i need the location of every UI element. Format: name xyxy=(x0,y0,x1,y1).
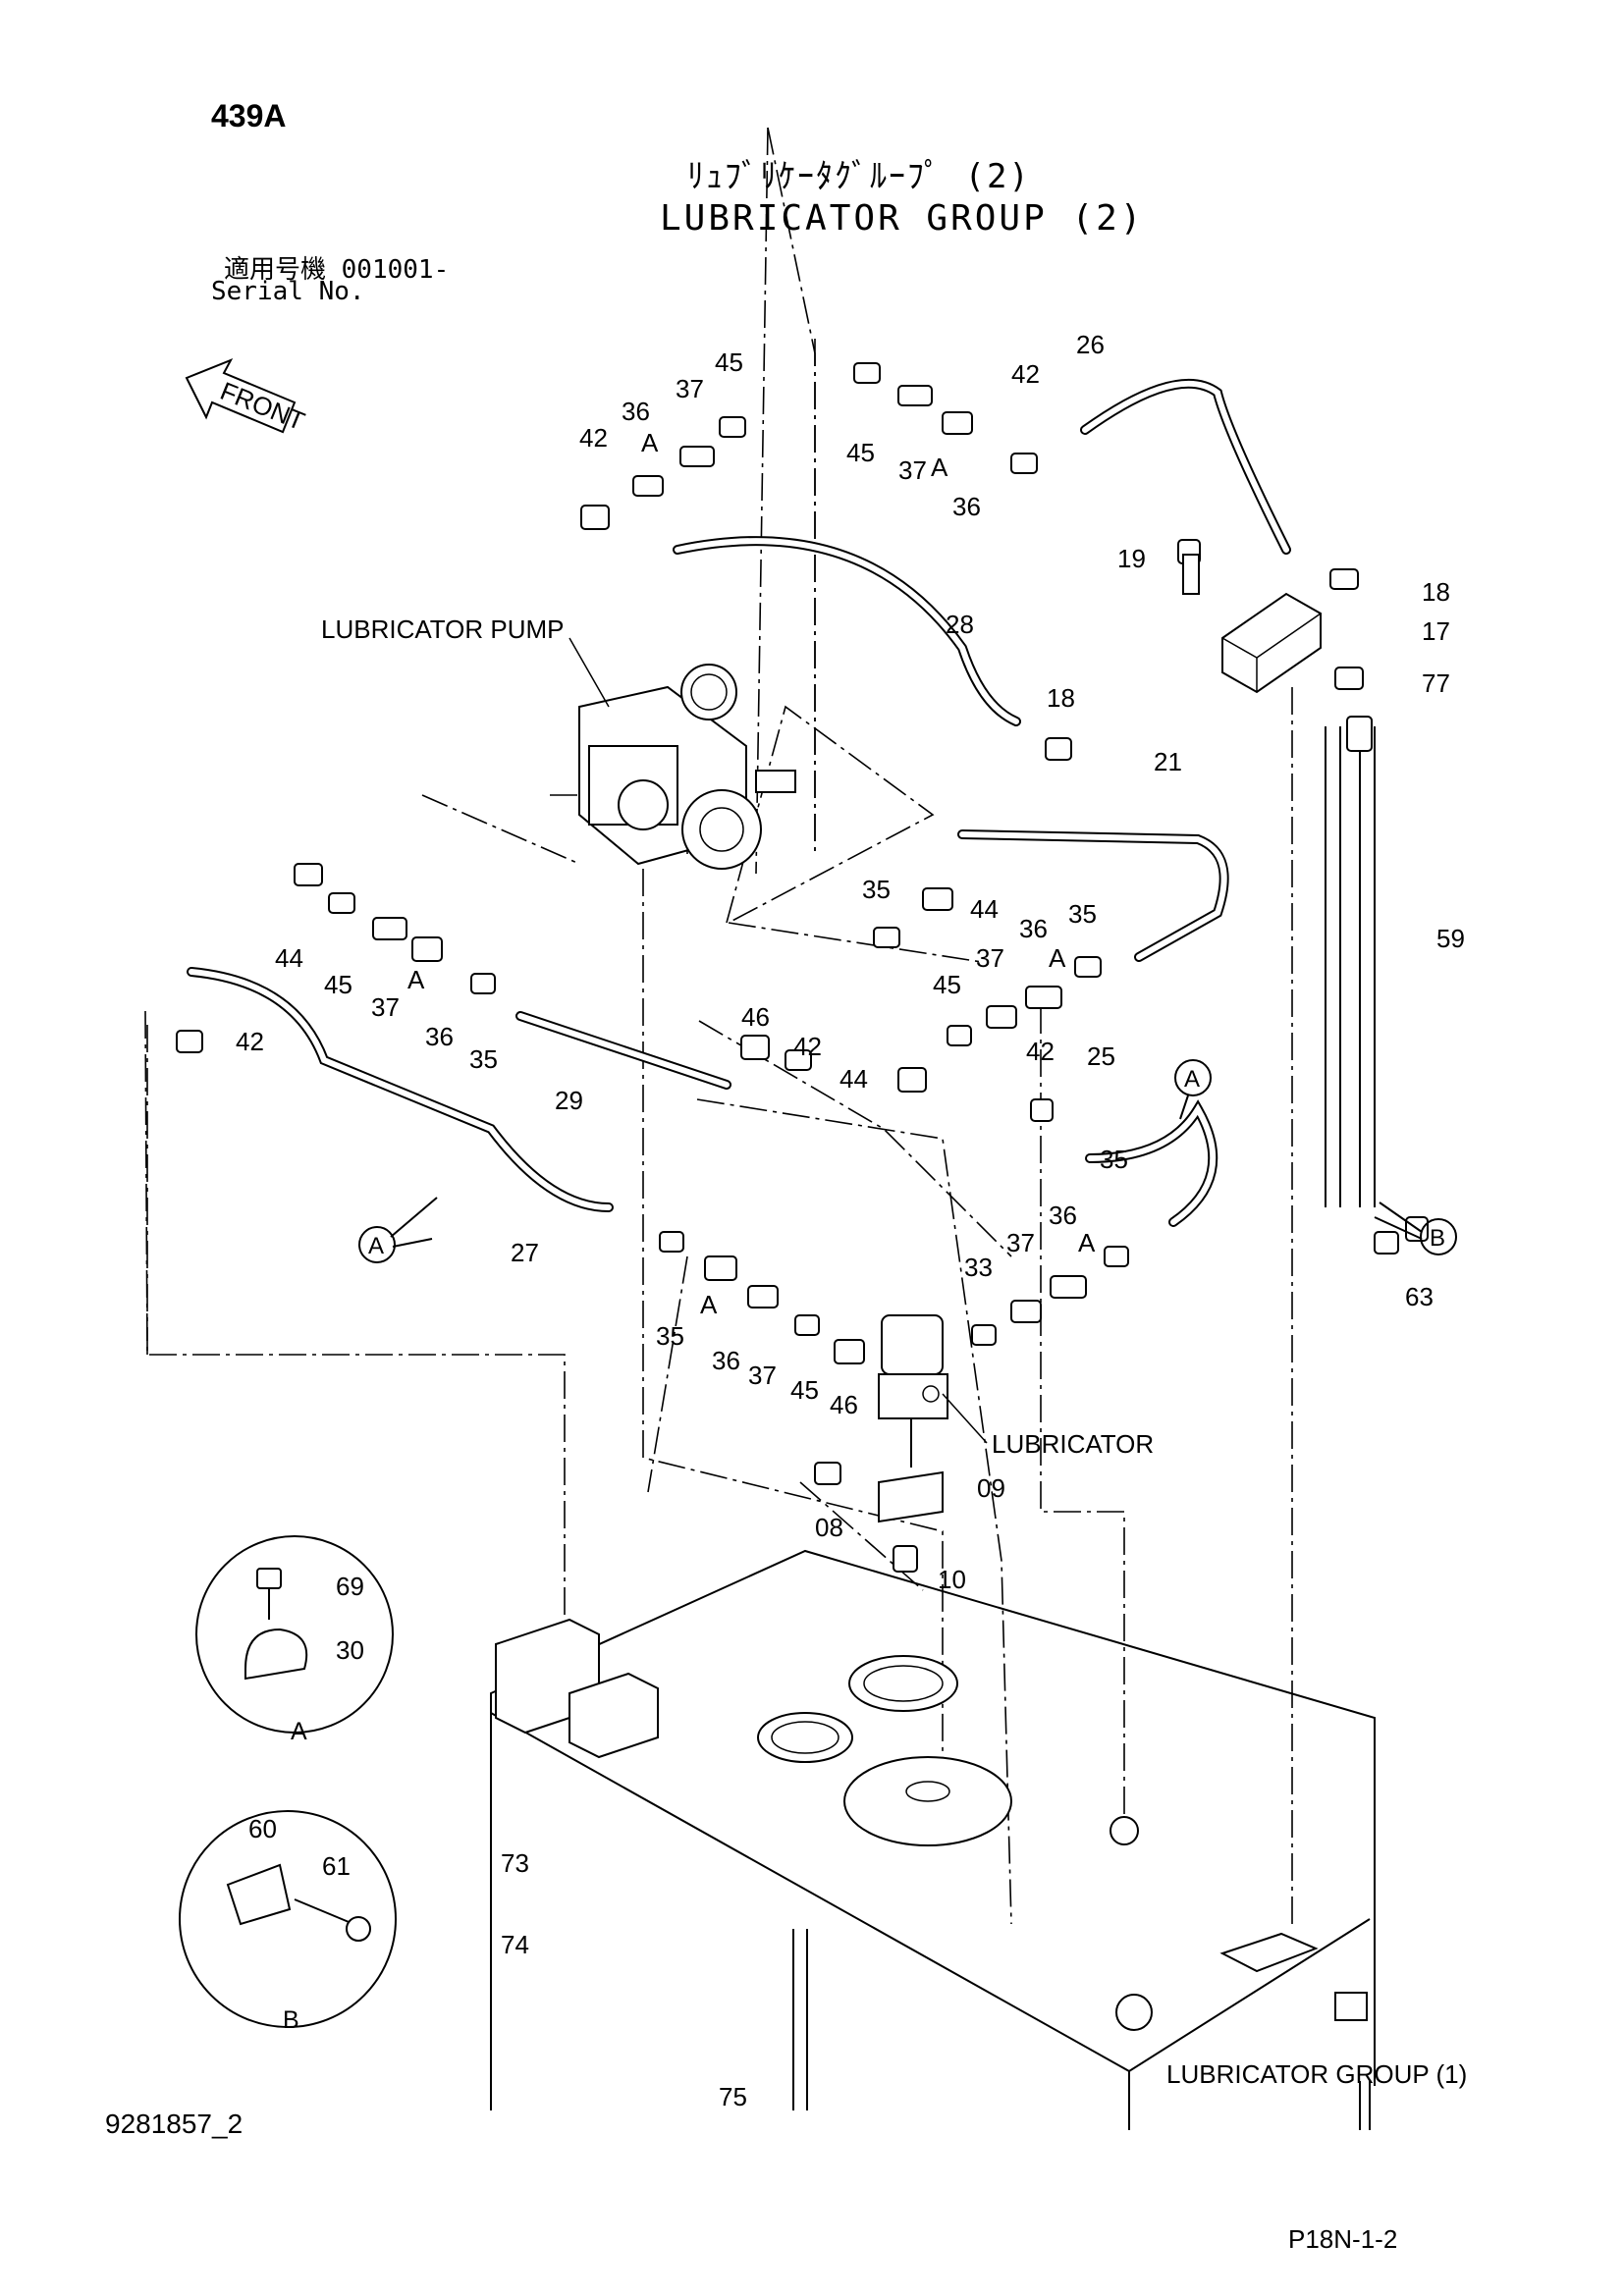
part-45: 45 xyxy=(790,1375,819,1405)
lubricator-pump-label: LUBRICATOR PUMP xyxy=(321,614,565,644)
part-36: 36 xyxy=(622,397,650,426)
part-08: 08 xyxy=(815,1513,843,1542)
lubricator-leader xyxy=(942,1393,988,1444)
lubricator-pump xyxy=(578,664,796,870)
part-37: 37 xyxy=(371,992,400,1022)
part-45: 45 xyxy=(846,438,875,467)
part-42: 42 xyxy=(236,1027,264,1056)
title-japanese: ﾘｭﾌﾞﾘｹｰﾀｸﾞﾙｰﾌﾟ (2) xyxy=(687,157,1031,196)
serial-label-english: Serial No. xyxy=(211,277,365,306)
part-61: 61 xyxy=(322,1851,351,1881)
part-35: 35 xyxy=(862,875,891,904)
detail-a-label: A xyxy=(291,1718,307,1745)
hoses xyxy=(187,378,1376,1227)
lubricator-unit xyxy=(878,1314,948,1523)
title-english: LUBRICATOR GROUP (2) xyxy=(660,198,1145,239)
part-46: 46 xyxy=(830,1390,858,1419)
part-63: 63 xyxy=(1405,1282,1434,1311)
svg-text:B: B xyxy=(1430,1225,1445,1252)
part-42: 42 xyxy=(1026,1037,1055,1066)
svg-text:A: A xyxy=(1184,1066,1200,1093)
part-35: 35 xyxy=(1068,899,1097,929)
part-30: 30 xyxy=(336,1635,364,1665)
callout-a-label: A xyxy=(1078,1228,1096,1257)
part-25: 25 xyxy=(1087,1041,1115,1071)
svg-text:A: A xyxy=(368,1233,384,1259)
front-label: FRONT xyxy=(216,376,308,436)
tank-frame xyxy=(490,1549,1376,2130)
part-36: 36 xyxy=(1049,1201,1077,1230)
part-37: 37 xyxy=(676,374,704,403)
part-26: 26 xyxy=(1076,330,1105,359)
callout-a-label: A xyxy=(641,428,659,457)
lubricator-label: LUBRICATOR xyxy=(992,1429,1154,1459)
part-69: 69 xyxy=(336,1572,364,1601)
part-36: 36 xyxy=(712,1346,740,1375)
callout-a-2: A xyxy=(1174,1059,1212,1120)
part-46: 46 xyxy=(741,1002,770,1032)
part-33: 33 xyxy=(964,1253,993,1282)
callout-a-label: A xyxy=(407,965,425,994)
part-35: 35 xyxy=(656,1321,684,1351)
part-36: 36 xyxy=(952,492,981,521)
callout-a-1: A xyxy=(358,1197,438,1263)
detail-view-b: B xyxy=(179,1810,397,2034)
callout-a-label: A xyxy=(700,1290,718,1319)
part-18: 18 xyxy=(1422,577,1450,607)
part-74: 74 xyxy=(501,1930,529,1959)
front-arrow-icon: FRONT xyxy=(185,358,309,436)
lubricator-group-1-label: LUBRICATOR GROUP (1) xyxy=(1166,2059,1467,2089)
part-44: 44 xyxy=(839,1064,868,1094)
part-42: 42 xyxy=(793,1032,822,1061)
callout-a-label: A xyxy=(931,453,948,482)
part-19: 19 xyxy=(1117,544,1146,573)
part-77: 77 xyxy=(1422,668,1450,698)
part-17: 17 xyxy=(1422,616,1450,646)
part-21: 21 xyxy=(1154,747,1182,776)
part-18: 18 xyxy=(1047,683,1075,713)
detail-view-a: A xyxy=(195,1535,394,1745)
part-44: 44 xyxy=(970,894,999,924)
part-37: 37 xyxy=(898,455,927,485)
part-42: 42 xyxy=(579,423,608,453)
part-45: 45 xyxy=(715,347,743,377)
fittings xyxy=(176,362,1429,1573)
part-36: 36 xyxy=(425,1022,454,1051)
callout-a-label: A xyxy=(1049,943,1066,973)
part-37: 37 xyxy=(976,943,1004,973)
part-35: 35 xyxy=(1100,1145,1128,1174)
leader-lines xyxy=(144,127,1293,1925)
part-75: 75 xyxy=(719,2082,747,2111)
part-37: 37 xyxy=(1006,1228,1035,1257)
part-27: 27 xyxy=(511,1238,539,1267)
distribution-block xyxy=(1221,592,1322,694)
lubricator-pump-leader xyxy=(568,637,610,708)
part-44: 44 xyxy=(275,943,303,973)
part-number-labels: 45 37 36 A 42 45 37 A 36 42 26 19 18 17 … xyxy=(236,330,1465,2111)
part-59: 59 xyxy=(1436,924,1465,953)
part-29: 29 xyxy=(555,1086,583,1115)
part-60: 60 xyxy=(248,1814,277,1843)
part-36: 36 xyxy=(1019,914,1048,943)
callout-b: B xyxy=(1374,1201,1457,1255)
part-35: 35 xyxy=(469,1044,498,1074)
part-37: 37 xyxy=(748,1361,777,1390)
part-09: 09 xyxy=(977,1473,1005,1503)
detail-b-label: B xyxy=(283,2006,299,2034)
part-73: 73 xyxy=(501,1848,529,1878)
drawing-number: 9281857_2 xyxy=(105,2109,244,2139)
part-45: 45 xyxy=(933,970,961,999)
part-45: 45 xyxy=(324,970,352,999)
part-10: 10 xyxy=(938,1565,966,1594)
serial-label-japanese: 適用号機 001001- xyxy=(224,255,450,285)
part-42: 42 xyxy=(1011,359,1040,389)
page-number: 439A xyxy=(211,98,287,133)
part-28: 28 xyxy=(946,610,974,639)
sheet-reference: P18N-1-2 xyxy=(1288,2224,1398,2254)
